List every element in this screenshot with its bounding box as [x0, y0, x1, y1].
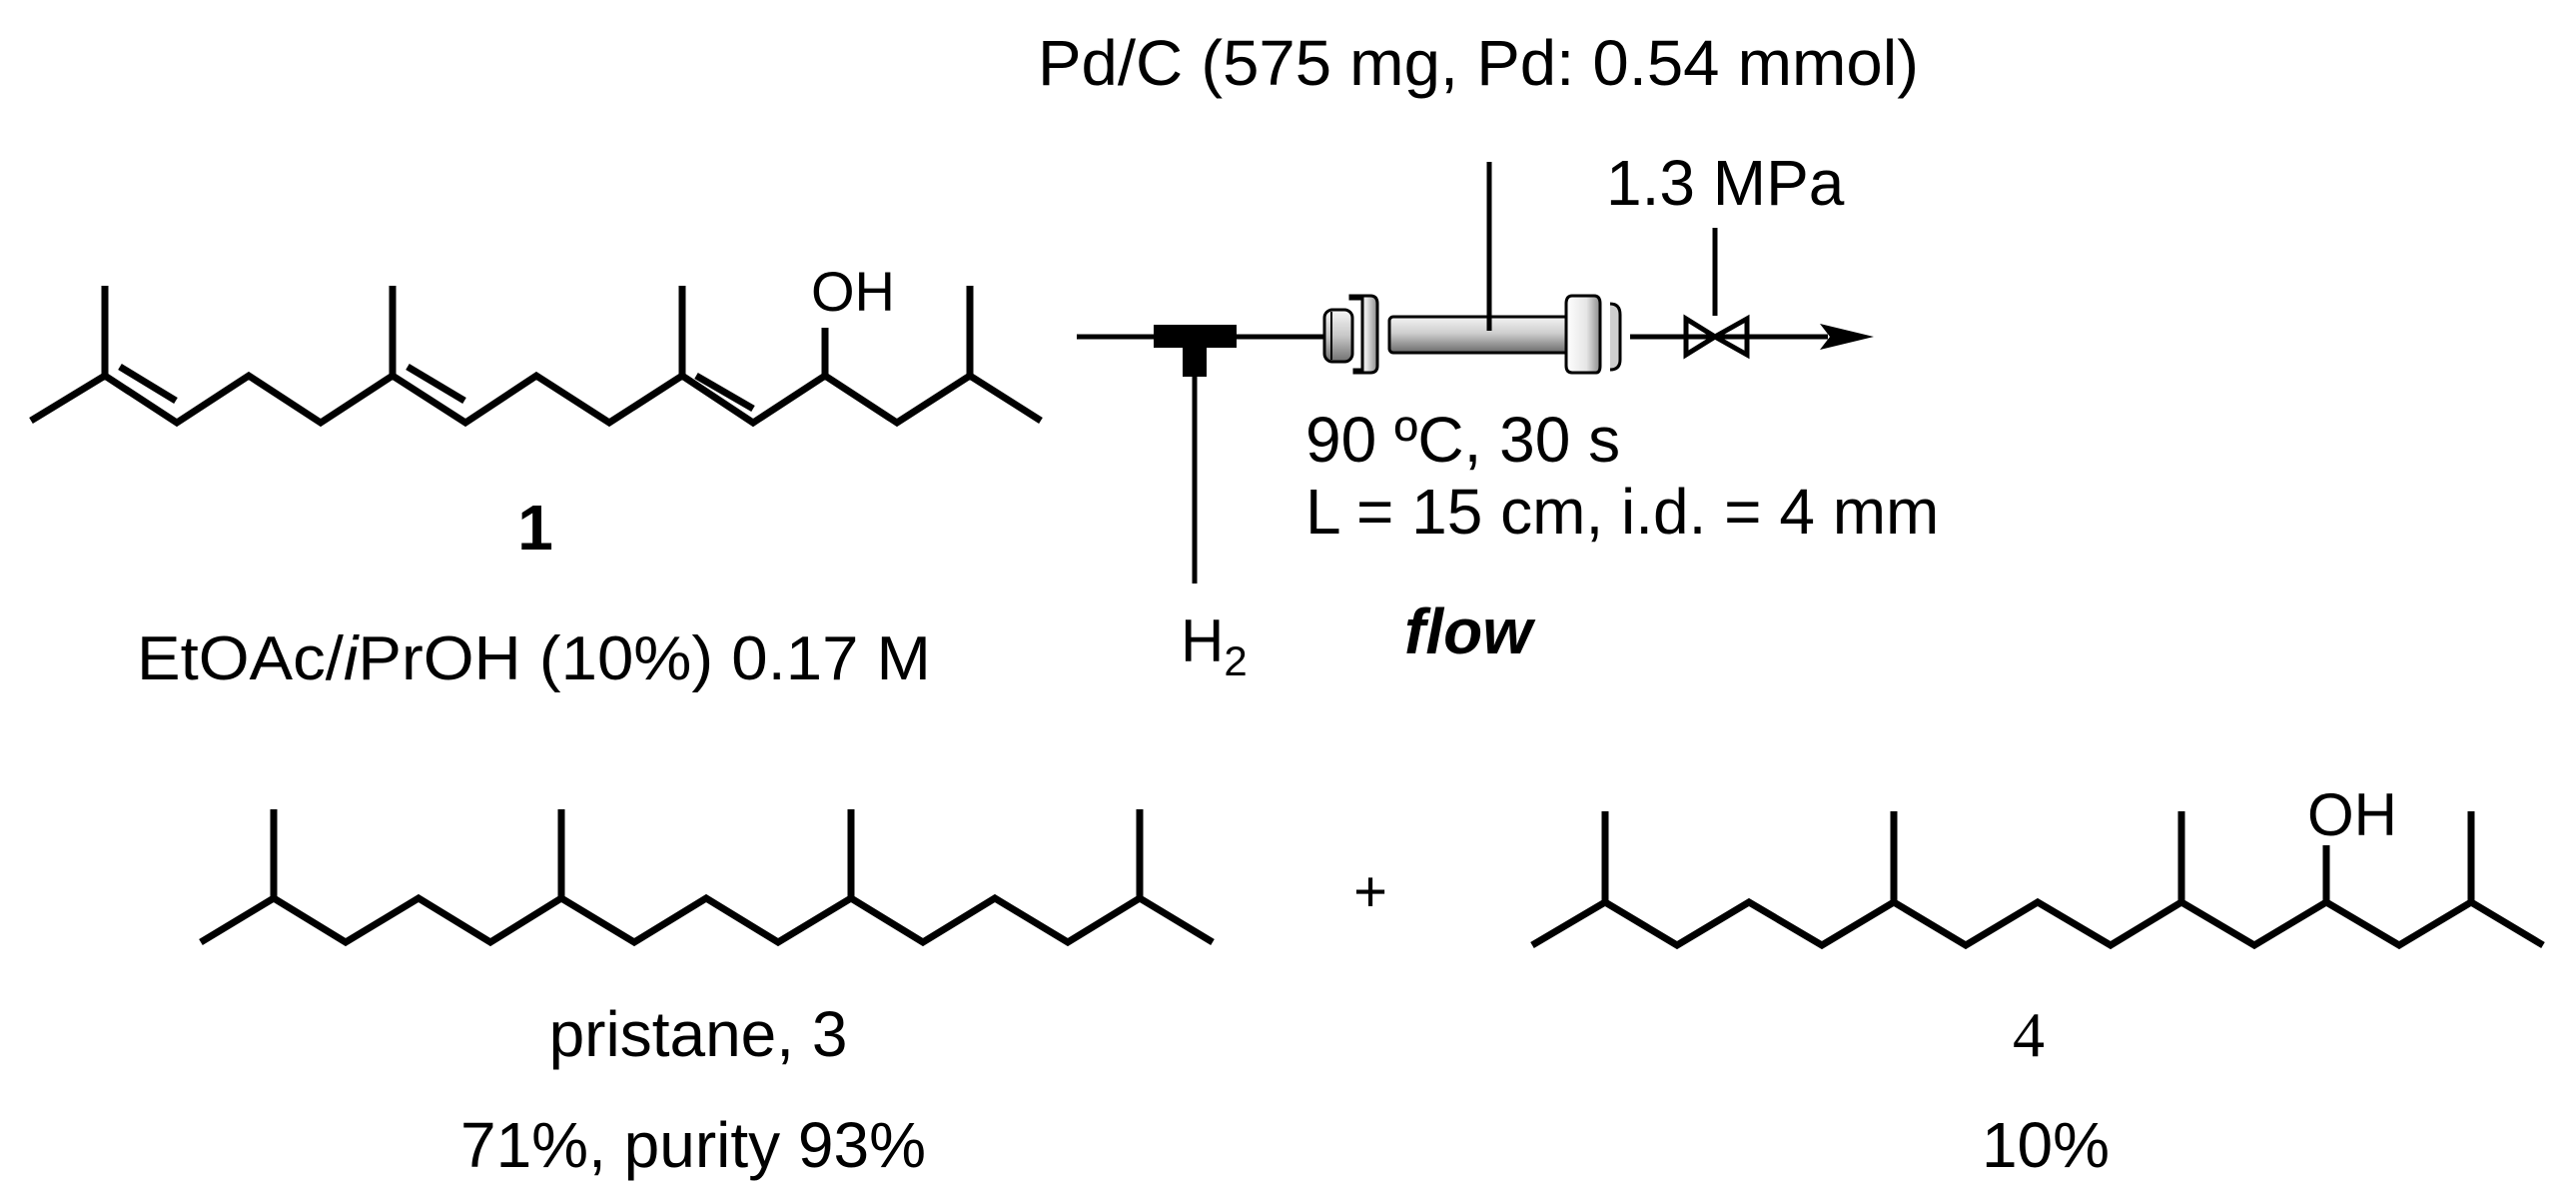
double-bond-line: [406, 363, 466, 405]
product-4-name: 4: [2013, 999, 2045, 1070]
hydrogen-symbol: H: [1181, 607, 1224, 674]
flow-apparatus: [1077, 162, 1874, 584]
product-3-name: pristane, 3: [549, 998, 848, 1070]
product-pristane-structure: [199, 809, 1215, 947]
hydrogen-label: H2: [1181, 607, 1248, 684]
hydrogen-subscript: 2: [1224, 637, 1247, 684]
solvent-prefix: EtOAc/: [137, 624, 345, 693]
compound-label-1: 1: [517, 492, 553, 564]
catalyst-label: Pd/C (575 mg, Pd: 0.54 mmol): [1038, 27, 1919, 99]
main-chain: [1530, 897, 2545, 950]
pressure-label: 1.3 MPa: [1606, 147, 1845, 219]
starting-material-1-structure: [29, 286, 1043, 428]
flow-arrow-head-icon: [1820, 324, 1874, 350]
column-dimensions-label: L = 15 cm, i.d. = 4 mm: [1305, 476, 1939, 548]
solvent-suffix: PrOH (10%) 0.17 M: [358, 624, 931, 693]
hydroxyl-label-1: OH: [811, 260, 895, 323]
product-4-structure: [1530, 811, 2545, 950]
main-chain: [199, 893, 1215, 947]
double-bond-line: [118, 364, 178, 404]
main-chain: [29, 371, 1043, 428]
t-mixer-stem: [1183, 345, 1207, 377]
flow-mode-label: flow: [1404, 595, 1536, 667]
product-4-yield: 10%: [1982, 1109, 2110, 1181]
solvent-italic-i: i: [344, 624, 361, 693]
hydroxyl-label-4: OH: [2307, 781, 2397, 848]
product-3-yield: 71%, purity 93%: [460, 1109, 926, 1181]
plus-sign: +: [1353, 859, 1387, 924]
t-mixer-icon: [1154, 325, 1237, 348]
packed-column-reactor-icon: [1322, 294, 1622, 375]
solvent-concentration: EtOAc/iPrOH (10%) 0.17 M: [137, 624, 931, 693]
back-pressure-valve-icon: [1683, 228, 1750, 360]
double-bond-line: [694, 372, 755, 413]
temperature-time-label: 90 ºC, 30 s: [1305, 404, 1620, 476]
